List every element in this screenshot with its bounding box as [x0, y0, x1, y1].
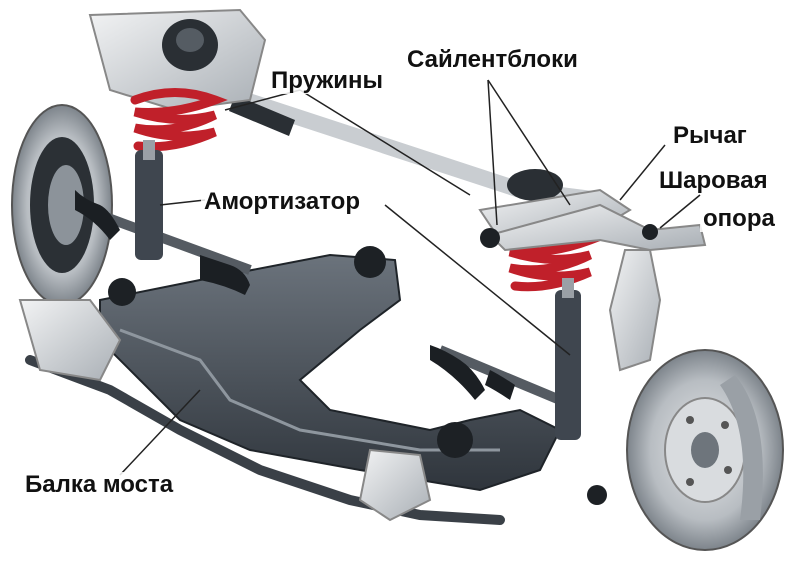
control-arm-label: Рычаг	[670, 123, 750, 149]
right-shock	[555, 278, 581, 440]
ball-joint-label-line2: опора	[700, 206, 778, 232]
left-brake-disc	[11, 104, 113, 306]
ball-joint-label-line1: Шаровая	[656, 168, 771, 194]
right-control-arm	[480, 203, 707, 372]
axle-beam-label: Балка моста	[22, 472, 177, 498]
shock-absorber-label: Амортизатор	[201, 189, 363, 215]
left-mount-bracket	[18, 299, 432, 522]
left-spring	[130, 88, 228, 152]
axle-beam	[25, 246, 607, 525]
springs-label: Пружины	[268, 68, 386, 94]
right-brake-disc	[626, 349, 784, 551]
left-strut-mount	[88, 8, 267, 112]
silent-blocks-label: Сайлентблоки	[404, 47, 581, 73]
left-shock	[135, 140, 163, 260]
drive-shafts	[75, 190, 562, 405]
